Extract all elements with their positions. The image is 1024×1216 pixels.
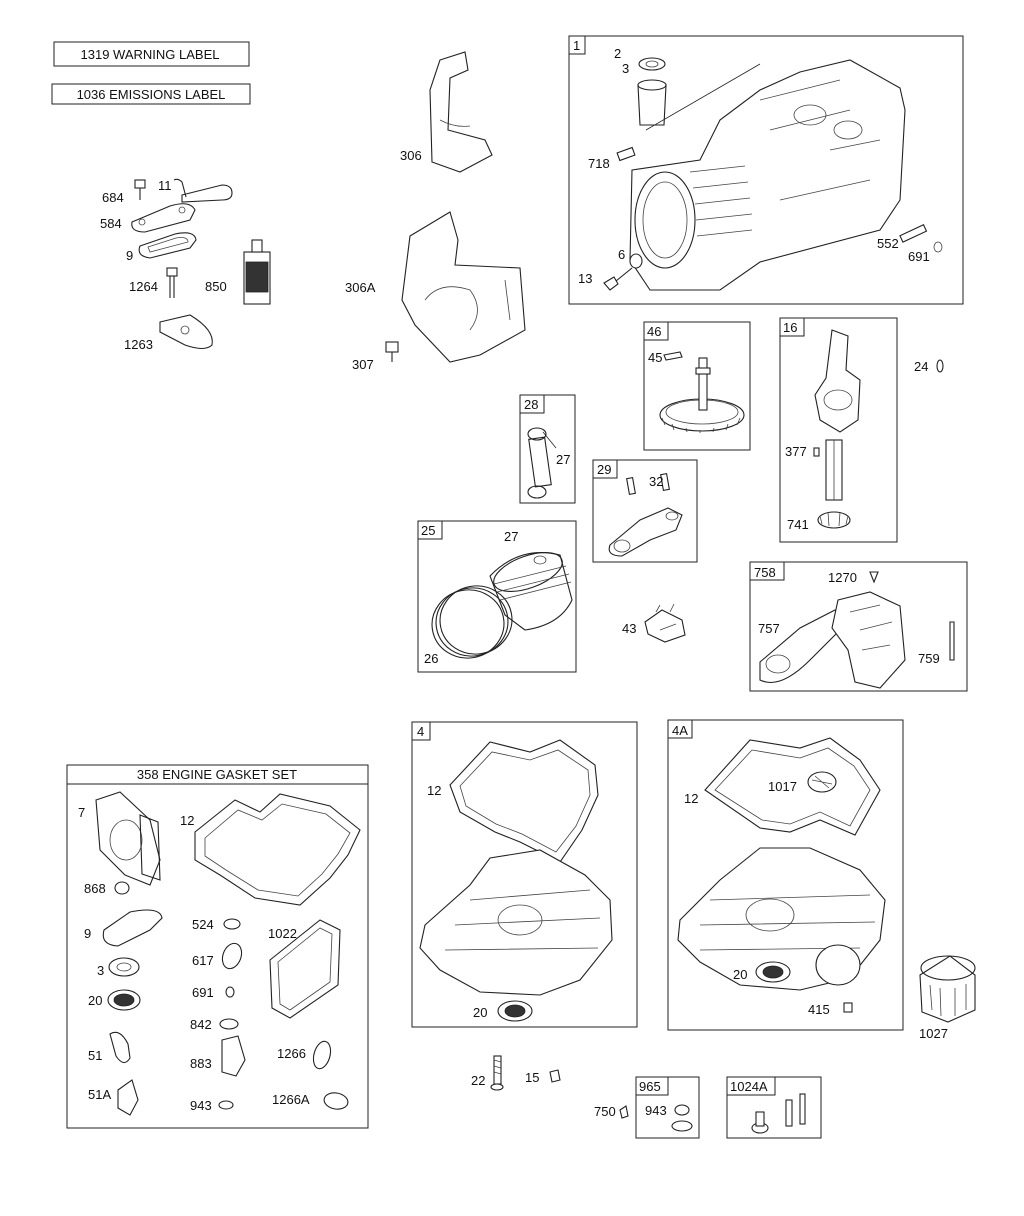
box-16-crankshaft: 16 xyxy=(779,317,944,543)
box-46-camshaft: 46 xyxy=(643,321,751,451)
label-15: 15 xyxy=(525,1070,539,1085)
label-2: 2 xyxy=(614,46,621,61)
label-1270: 1270 xyxy=(828,570,857,585)
misc-bottom-parts xyxy=(490,1055,629,1119)
label-1266: 1266 xyxy=(277,1046,306,1061)
emissions-label-text: 1036 EMISSIONS LABEL xyxy=(77,87,226,102)
label-7: 7 xyxy=(78,805,85,820)
label-943-box965: 943 xyxy=(645,1103,667,1118)
box-46-label: 46 xyxy=(647,324,661,339)
label-24: 24 xyxy=(914,359,928,374)
label-51: 51 xyxy=(88,1048,102,1063)
warning-label-text: 1319 WARNING LABEL xyxy=(81,47,220,62)
label-1017: 1017 xyxy=(768,779,797,794)
box-1024a-label: 1024A xyxy=(730,1079,768,1094)
box-4a-sump: 4A xyxy=(667,719,904,1031)
label-750: 750 xyxy=(594,1104,616,1119)
label-20-box4a: 20 xyxy=(733,967,747,982)
box-4-label: 4 xyxy=(417,724,424,739)
box-965-label: 965 xyxy=(639,1079,661,1094)
label-3-block: 3 xyxy=(622,61,629,76)
label-524: 524 xyxy=(192,917,214,932)
label-377: 377 xyxy=(785,444,807,459)
label-22: 22 xyxy=(471,1073,485,1088)
gasket-set-title: 358 ENGINE GASKET SET xyxy=(137,767,297,782)
label-741: 741 xyxy=(787,517,809,532)
label-306: 306 xyxy=(400,148,422,163)
label-11: 11 xyxy=(158,178,172,193)
label-584: 584 xyxy=(100,216,122,231)
breather-parts-group xyxy=(131,178,271,350)
label-1266a: 1266A xyxy=(272,1092,310,1107)
label-1027: 1027 xyxy=(919,1026,948,1041)
shroud-306 xyxy=(429,51,493,173)
box-758-label: 758 xyxy=(754,565,776,580)
label-883: 883 xyxy=(190,1056,212,1071)
label-691-set: 691 xyxy=(192,985,214,1000)
shroud-306a xyxy=(385,211,526,363)
part-43-governor xyxy=(644,603,686,643)
box-25-label: 25 xyxy=(421,523,435,538)
box-25-piston: 25 xyxy=(417,520,577,673)
label-617: 617 xyxy=(192,953,214,968)
label-1264: 1264 xyxy=(129,279,158,294)
label-12-box4a: 12 xyxy=(684,791,698,806)
part-number-labels: 684 11 584 9 1264 850 1263 306 306A 307 … xyxy=(78,46,948,1119)
gasket-set-box: 358 ENGINE GASKET SET xyxy=(66,764,369,1129)
label-759: 759 xyxy=(918,651,940,666)
box-29-label: 29 xyxy=(597,462,611,477)
label-415: 415 xyxy=(808,1002,830,1017)
label-32: 32 xyxy=(649,474,663,489)
part-1027-filter xyxy=(919,955,976,1023)
label-1022: 1022 xyxy=(268,926,297,941)
label-552: 552 xyxy=(877,236,899,251)
box-29-conrod: 29 xyxy=(592,459,698,563)
label-850: 850 xyxy=(205,279,227,294)
label-27-pin: 27 xyxy=(556,452,570,467)
box-1024a: 1024A xyxy=(726,1076,822,1139)
box-28-pin: 28 xyxy=(519,394,576,504)
label-20-set: 20 xyxy=(88,993,102,1008)
box-1-label: 1 xyxy=(573,38,580,53)
label-1263: 1263 xyxy=(124,337,153,352)
label-12-box4: 12 xyxy=(427,783,441,798)
box-28-label: 28 xyxy=(524,397,538,412)
label-9-top: 9 xyxy=(126,248,133,263)
label-684: 684 xyxy=(102,190,124,205)
label-868: 868 xyxy=(84,881,106,896)
box-16-label: 16 xyxy=(783,320,797,335)
label-20-box4: 20 xyxy=(473,1005,487,1020)
label-43: 43 xyxy=(622,621,636,636)
label-9-set: 9 xyxy=(84,926,91,941)
label-13: 13 xyxy=(578,271,592,286)
box-1-cylinder: 1 xyxy=(568,35,964,305)
label-943-set: 943 xyxy=(190,1098,212,1113)
label-718: 718 xyxy=(588,156,610,171)
label-26: 26 xyxy=(424,651,438,666)
label-842: 842 xyxy=(190,1017,212,1032)
label-307: 307 xyxy=(352,357,374,372)
label-691-block: 691 xyxy=(908,249,930,264)
label-306a: 306A xyxy=(345,280,376,295)
label-45: 45 xyxy=(648,350,662,365)
label-757: 757 xyxy=(758,621,780,636)
label-51a: 51A xyxy=(88,1087,111,1102)
emissions-label-box: 1036 EMISSIONS LABEL xyxy=(51,83,251,105)
box-758-breather: 758 xyxy=(749,561,968,692)
label-3-set: 3 xyxy=(97,963,104,978)
label-6: 6 xyxy=(618,247,625,262)
box-4-sump: 4 xyxy=(411,721,638,1028)
box-965: 965 xyxy=(635,1076,700,1139)
warning-label-box: 1319 WARNING LABEL xyxy=(53,41,250,67)
label-27-piston: 27 xyxy=(504,529,518,544)
label-12-set: 12 xyxy=(180,813,194,828)
box-4a-label: 4A xyxy=(672,723,688,738)
